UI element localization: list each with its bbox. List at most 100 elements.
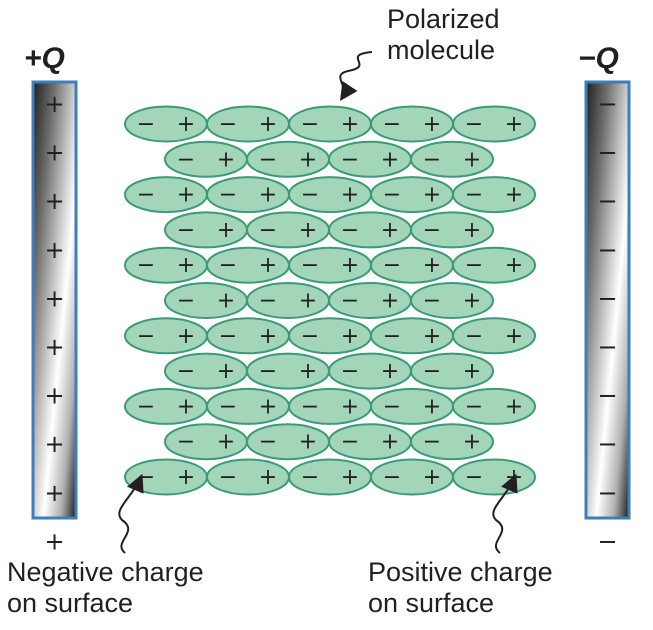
molecule-negative-end: −: [341, 430, 359, 455]
polarized-molecule: −+: [370, 246, 454, 284]
molecule-positive-end: +: [341, 183, 359, 208]
molecule-positive-end: +: [177, 394, 195, 419]
polarized-molecule-label: Polarized molecule: [387, 4, 500, 65]
molecule-negative-end: −: [423, 289, 441, 314]
polarized-molecule: −+: [206, 176, 290, 214]
polarized-molecules-grid: −+−+−+−+−+−+−+−+−+−+−+−+−+−+−+−+−+−+−+−+…: [124, 105, 536, 496]
polarized-molecule: −+: [370, 387, 454, 425]
molecule-positive-end: +: [463, 359, 481, 384]
molecule-positive-end: +: [381, 147, 399, 172]
polarized-molecule: −+: [370, 317, 454, 355]
plate-plus-signs: ++++++++++: [44, 90, 64, 555]
molecule-positive-end: +: [217, 430, 235, 455]
molecule-negative-end: −: [383, 465, 401, 490]
molecule-negative-end: −: [383, 253, 401, 278]
plate-minus-sign: −: [597, 236, 617, 264]
molecule-negative-end: −: [259, 430, 277, 455]
label-pointers: [118, 51, 518, 554]
polarized-molecule: −+: [206, 246, 290, 284]
molecule-positive-end: +: [423, 324, 441, 349]
plate-plus-sign: +: [44, 90, 64, 118]
polarized-molecule: −+: [288, 105, 372, 143]
molecule-body: [410, 352, 494, 390]
molecule-negative-end: −: [341, 359, 359, 384]
polarized-molecule: −+: [124, 317, 208, 355]
polarized-molecule: −+: [288, 246, 372, 284]
plate-plus-sign: +: [44, 333, 64, 361]
molecule-positive-end: +: [259, 394, 277, 419]
polarized-molecule: −+: [452, 317, 536, 355]
molecule-negative-end: −: [301, 324, 319, 349]
negative-surface-label: Negative charge on surface: [7, 557, 204, 618]
polarized-molecule: −+: [410, 282, 494, 319]
polarized-molecule: −+: [328, 423, 412, 461]
polarized-molecule: −+: [410, 352, 494, 390]
molecule-positive-end: +: [423, 112, 441, 137]
molecule-negative-end: −: [465, 324, 483, 349]
molecule-negative-end: −: [301, 465, 319, 490]
molecule-positive-end: +: [505, 112, 523, 137]
positive-surface-pointer: [492, 473, 518, 554]
plate-plus-sign: +: [44, 382, 64, 410]
molecule-negative-end: −: [301, 394, 319, 419]
polarized-molecule: −+: [328, 211, 412, 249]
molecule-positive-end: +: [217, 359, 235, 384]
negative-charge-label: −Q: [578, 42, 619, 75]
molecule-positive-end: +: [217, 289, 235, 314]
polarized-molecule: −+: [246, 423, 330, 461]
molecule-negative-end: −: [341, 147, 359, 172]
molecule-positive-end: +: [177, 183, 195, 208]
molecule-positive-end: +: [259, 183, 277, 208]
molecule-positive-end: +: [423, 394, 441, 419]
molecule-positive-end: +: [341, 465, 359, 490]
molecule-negative-end: −: [423, 147, 441, 172]
polarized-molecule: −+: [124, 176, 208, 214]
molecule-negative-end: −: [259, 289, 277, 314]
molecule-positive-end: +: [299, 289, 317, 314]
molecule-negative-end: −: [465, 112, 483, 137]
molecule-negative-end: −: [465, 394, 483, 419]
molecule-negative-end: −: [177, 430, 195, 455]
polarized-molecule: −+: [410, 211, 494, 249]
molecule-negative-end: −: [301, 183, 319, 208]
polarized-molecule: −+: [206, 387, 290, 425]
polarized-molecule: −+: [164, 282, 248, 319]
polarized-molecule: −+: [452, 176, 536, 214]
polarized-molecule: −+: [288, 387, 372, 425]
plate-plus-sign: +: [44, 236, 64, 264]
plate-minus-sign: −: [597, 527, 617, 555]
plate-minus-sign: −: [597, 430, 617, 458]
polarized-molecule: −+: [452, 458, 536, 496]
negative-plate: −−−−−−−−−−: [584, 80, 631, 555]
molecule-negative-end: −: [219, 394, 237, 419]
molecule-negative-end: −: [219, 183, 237, 208]
molecule-positive-end: +: [299, 359, 317, 384]
plate-minus-sign: −: [597, 479, 617, 507]
molecule-negative-end: −: [423, 218, 441, 243]
molecule-body: [452, 317, 536, 355]
molecule-positive-end: +: [177, 465, 195, 490]
molecule-body: [410, 211, 494, 249]
polarized-molecule: −+: [328, 352, 412, 390]
polarized-molecule-pointer: [339, 51, 373, 101]
molecule-negative-end: −: [383, 324, 401, 349]
molecule-body: [410, 282, 494, 319]
molecule-positive-end: +: [505, 324, 523, 349]
molecule-positive-end: +: [381, 218, 399, 243]
molecule-positive-end: +: [463, 430, 481, 455]
molecule-positive-end: +: [259, 253, 277, 278]
plate-plus-sign: +: [44, 187, 64, 215]
molecule-positive-end: +: [381, 289, 399, 314]
molecule-positive-end: +: [177, 112, 195, 137]
positive-plate: ++++++++++: [31, 80, 78, 555]
polarized-molecule: −+: [206, 105, 290, 143]
polarized-molecule: −+: [164, 140, 248, 178]
plate-minus-sign: −: [597, 284, 617, 312]
polarized-molecule: −+: [288, 458, 372, 496]
molecule-negative-end: −: [341, 218, 359, 243]
molecule-negative-end: −: [301, 112, 319, 137]
polarized-molecule: −+: [124, 458, 208, 496]
polarized-molecule: −+: [452, 246, 536, 284]
molecule-positive-end: +: [463, 289, 481, 314]
